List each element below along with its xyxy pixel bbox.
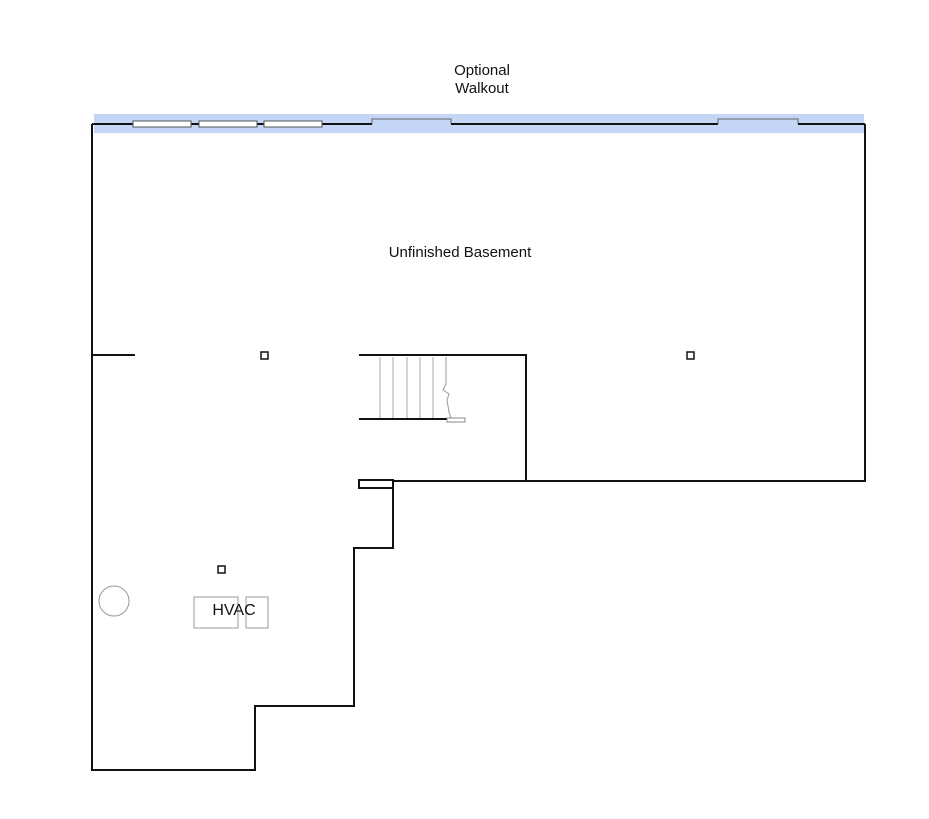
column-icon <box>686 351 695 360</box>
right-wall <box>394 124 866 482</box>
stair-landing <box>446 417 466 423</box>
column-icon <box>217 565 226 574</box>
interior-walls <box>92 354 527 489</box>
hvac-label: HVAC <box>212 602 256 619</box>
column-icon <box>260 351 269 360</box>
hvac-water-heater <box>245 596 269 629</box>
window <box>132 120 192 128</box>
stairs <box>379 357 466 423</box>
sump-pit-icon <box>98 585 130 617</box>
window <box>198 120 258 128</box>
optional-walkout-label: Optional Walkout <box>432 62 532 98</box>
room-label: Unfinished Basement <box>388 244 532 261</box>
wall-stub <box>358 479 394 489</box>
hvac-units <box>193 596 269 629</box>
top-windows <box>132 120 323 128</box>
stair-enclosure-wall <box>359 354 527 481</box>
hvac-furnace <box>193 596 239 629</box>
window <box>263 120 323 128</box>
exterior-walls <box>91 124 866 771</box>
walkout-label-line1: Optional <box>454 62 510 79</box>
columns <box>217 351 695 574</box>
walkout-label-line2: Walkout <box>455 80 509 97</box>
left-wall <box>91 124 394 771</box>
